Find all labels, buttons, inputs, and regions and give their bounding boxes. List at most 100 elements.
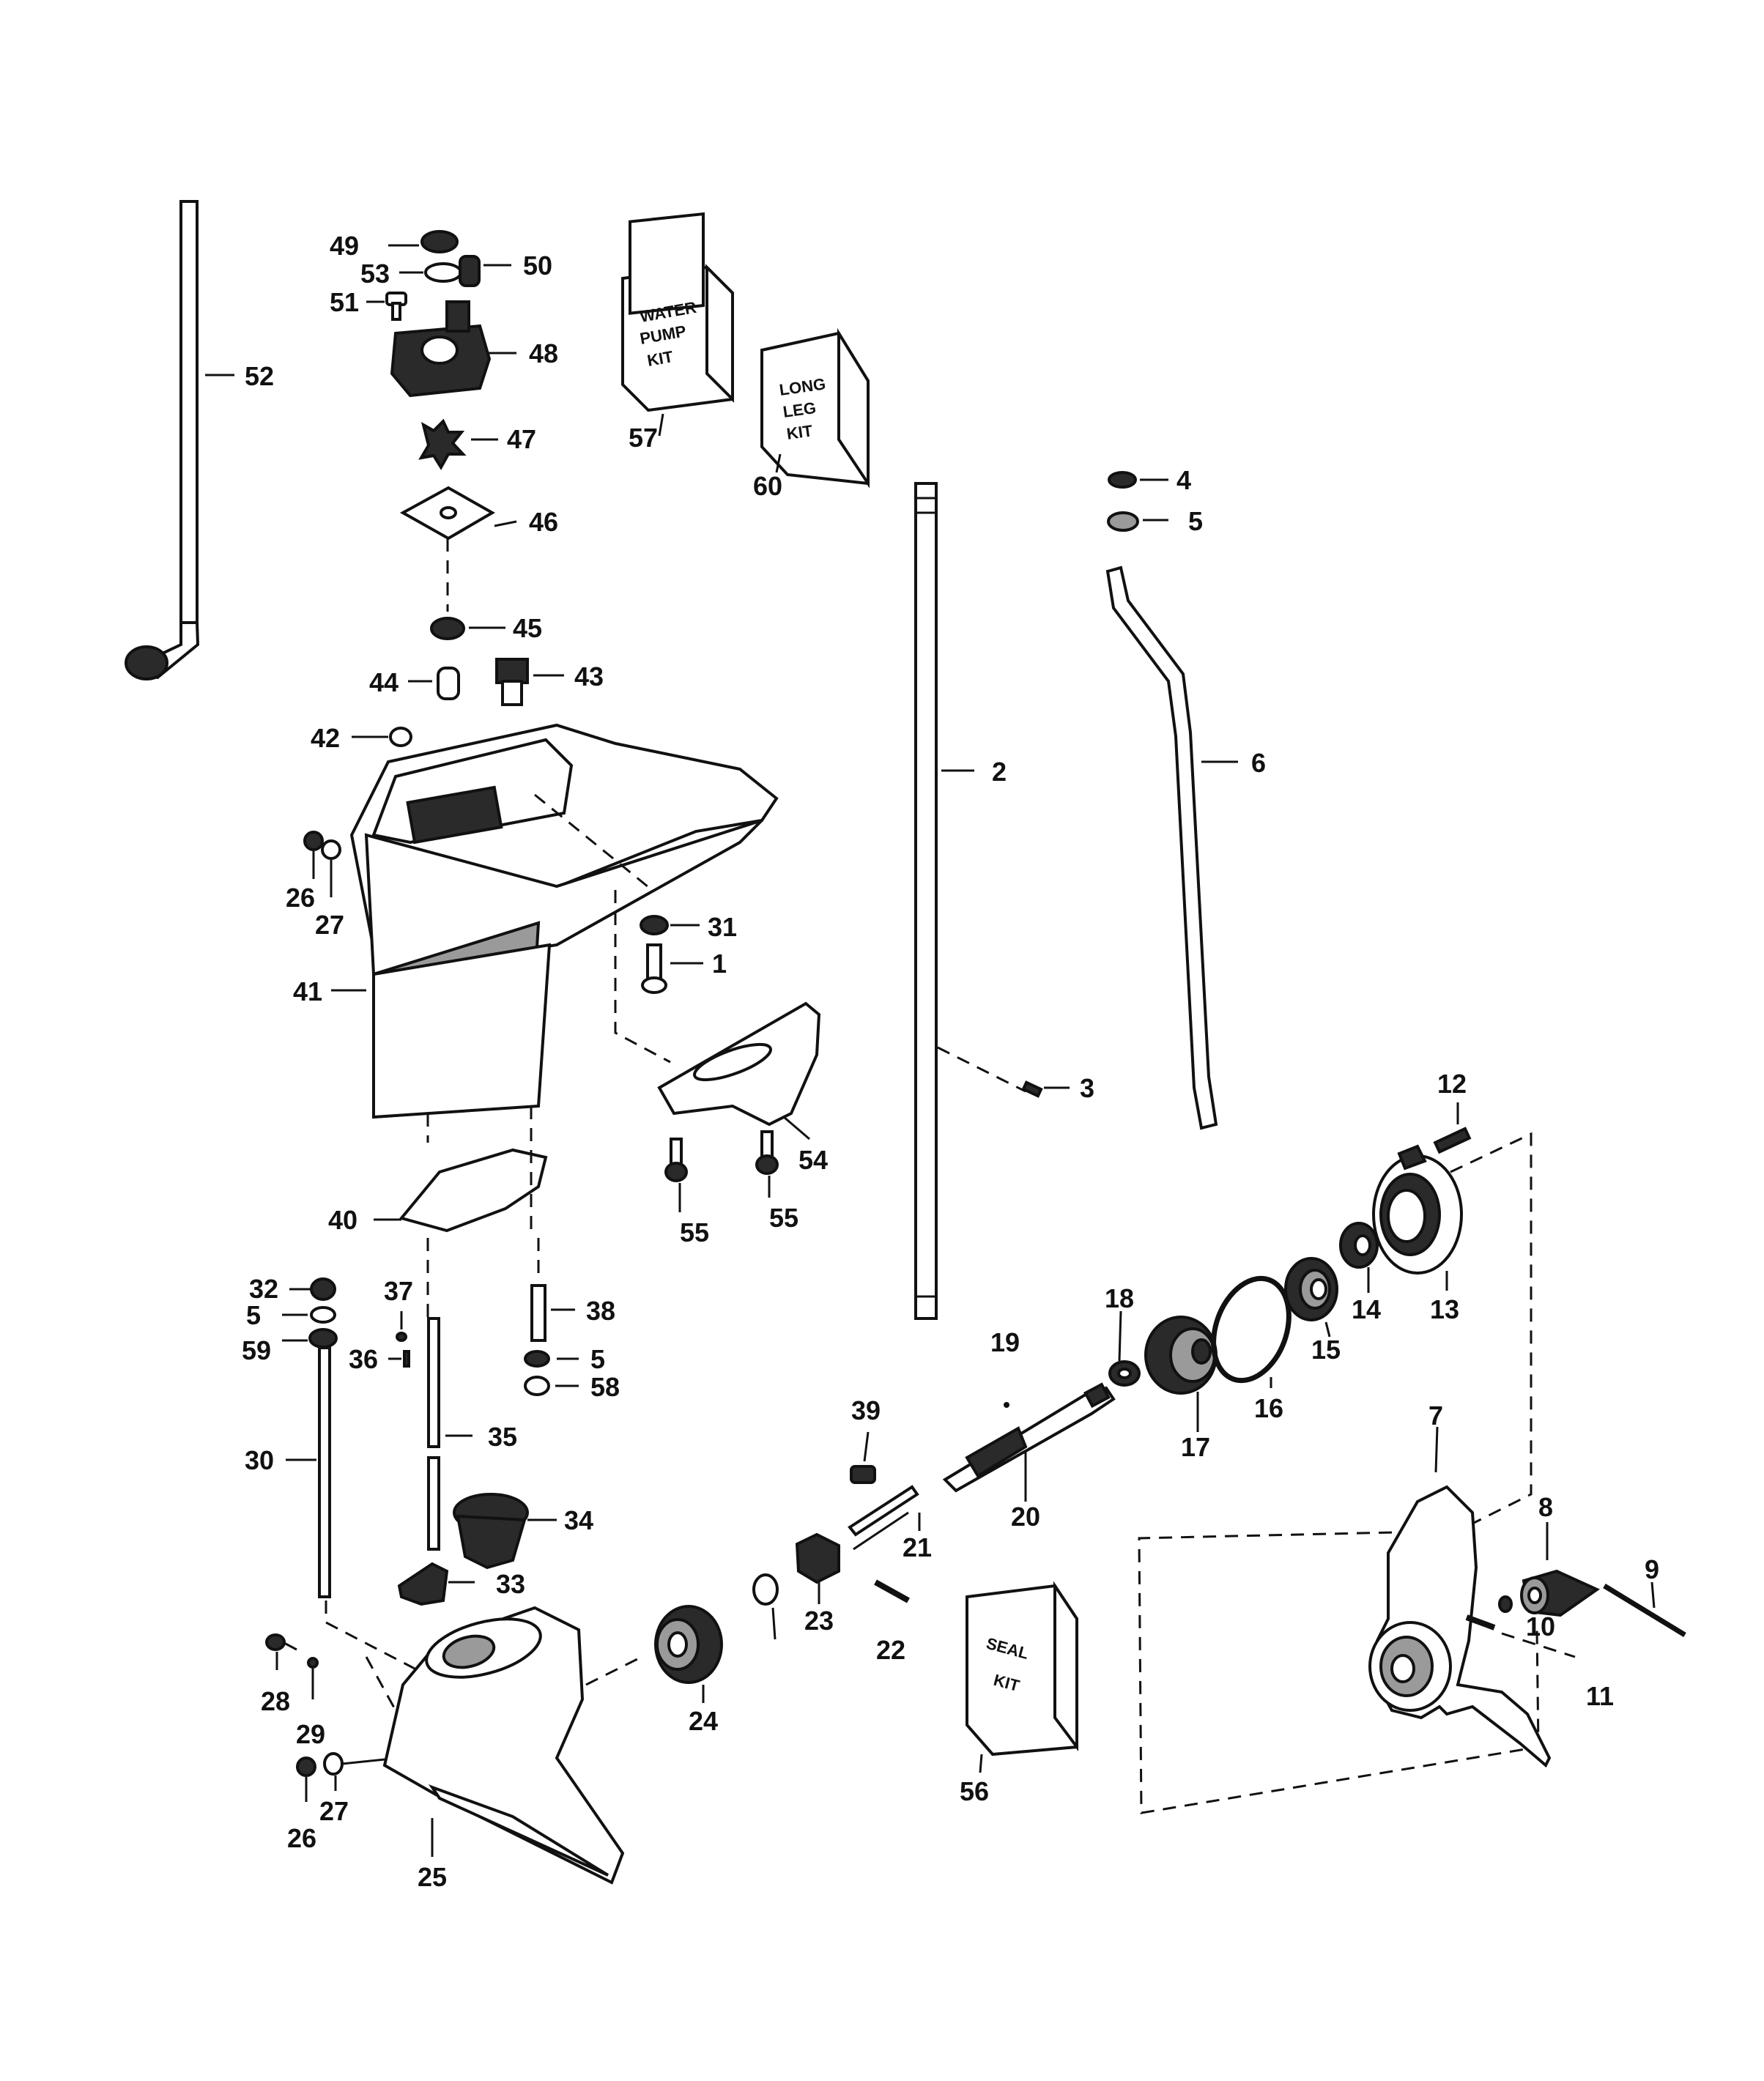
part-washer-18-upper [1108, 1360, 1141, 1387]
part-bolt-1 [641, 943, 667, 994]
part-pin-11 [1465, 1614, 1496, 1631]
callout-2: 2 [992, 757, 1007, 787]
part-nut-58 [524, 1376, 550, 1396]
callout-56: 56 [960, 1776, 989, 1806]
part-screw-28 [265, 1633, 297, 1651]
part-impeller-47 [418, 418, 467, 470]
callout-48: 48 [529, 338, 558, 368]
callout-7: 7 [1428, 1401, 1443, 1431]
part-spring-39 [850, 1465, 876, 1484]
callout-18-upper: 18 [1105, 1283, 1134, 1313]
part-cone-nut-8 [1520, 1569, 1601, 1617]
callout-45: 45 [513, 613, 542, 643]
part-washer-27-upper [321, 839, 341, 860]
callout-43: 43 [574, 661, 604, 691]
callout-60: 60 [753, 471, 782, 501]
callout-41: 41 [293, 976, 322, 1006]
part-washer-5-top [1107, 511, 1139, 532]
part-driveshaft-2 [914, 482, 938, 1320]
callout-53: 53 [360, 259, 390, 289]
part-o-ring-53 [424, 262, 462, 283]
callout-26-lower: 26 [287, 1823, 316, 1853]
callout-27-lower: 27 [319, 1796, 349, 1826]
part-forward-gear-24 [654, 1605, 723, 1684]
part-pin-3 [1021, 1080, 1043, 1098]
part-bearing-14 [1339, 1222, 1379, 1269]
callout-20: 20 [1011, 1502, 1040, 1532]
callout-52: 52 [245, 361, 274, 391]
callout-50: 50 [523, 251, 552, 281]
water-pump-kit-label-line3: KIT [646, 347, 675, 370]
callout-10: 10 [1526, 1611, 1555, 1642]
part-nut-26-lower [296, 1757, 316, 1777]
callout-5-top: 5 [1188, 506, 1203, 536]
part-washer-18-lower [752, 1573, 779, 1606]
callout-8: 8 [1538, 1492, 1553, 1522]
part-screw-51 [385, 292, 407, 321]
part-clutch-23 [795, 1532, 840, 1584]
callout-42: 42 [311, 723, 340, 753]
callout-14: 14 [1352, 1294, 1381, 1324]
callout-35: 35 [488, 1422, 517, 1452]
part-pin-36 [403, 1350, 410, 1368]
callout-57: 57 [629, 423, 658, 453]
part-washer-10 [1498, 1595, 1513, 1613]
part-pump-housing-48 [390, 300, 492, 398]
part-dowel-29 [307, 1657, 319, 1669]
callout-19: 19 [990, 1327, 1020, 1357]
part-push-rod-21 [848, 1485, 919, 1537]
callout-44: 44 [369, 667, 399, 697]
water-pump-kit-box-57: WATER PUMP KIT [621, 212, 734, 412]
callout-30: 30 [245, 1445, 274, 1475]
callout-51: 51 [330, 287, 359, 317]
part-bearing-15 [1284, 1257, 1338, 1321]
callout-38: 38 [586, 1296, 615, 1326]
long-leg-kit-box-60: LONG LEG KIT [760, 327, 870, 489]
callout-22: 22 [876, 1635, 905, 1665]
callout-58: 58 [590, 1372, 620, 1402]
callout-1: 1 [712, 949, 727, 979]
part-washer-5-left [310, 1306, 336, 1324]
part-washer-27-lower [323, 1752, 344, 1776]
callout-26-upper: 26 [286, 883, 315, 913]
callout-33: 33 [496, 1569, 525, 1599]
long-leg-kit-label-line2: LEG [782, 398, 817, 421]
part-washer-5-right [524, 1350, 550, 1368]
part-plate-46 [399, 486, 496, 541]
part-gearcase-25 [382, 1606, 625, 1885]
part-stud-38 [530, 1284, 546, 1342]
callout-55-left: 55 [680, 1217, 709, 1247]
part-stud-30 [318, 1346, 331, 1598]
part-shift-rod-35 [427, 1317, 440, 1551]
callout-46: 46 [529, 507, 558, 537]
callout-40: 40 [328, 1205, 357, 1235]
callout-54: 54 [798, 1145, 828, 1175]
callout-4: 4 [1176, 465, 1191, 495]
callout-37: 37 [384, 1276, 413, 1306]
callout-49: 49 [330, 231, 359, 261]
part-shift-rod-52 [125, 200, 200, 680]
callout-55-right: 55 [769, 1203, 798, 1233]
callout-13: 13 [1430, 1294, 1459, 1324]
part-seal-49 [420, 230, 459, 253]
callout-12: 12 [1437, 1069, 1467, 1099]
part-shift-rod-6 [1105, 565, 1218, 1130]
seal-kit-box-56: SEAL KIT [966, 1581, 1078, 1757]
callout-28: 28 [261, 1686, 290, 1716]
callout-6: 6 [1251, 748, 1266, 778]
part-o-ring-16 [1211, 1275, 1292, 1384]
callout-23: 23 [804, 1606, 834, 1636]
part-gasket-40 [399, 1148, 548, 1233]
part-washer-31 [640, 915, 669, 935]
part-reverse-gear-17 [1144, 1316, 1218, 1395]
part-cotter-pin-9 [1603, 1584, 1686, 1637]
part-nut-32 [310, 1277, 336, 1301]
part-washer-59 [308, 1328, 338, 1349]
callout-5-right: 5 [590, 1344, 605, 1374]
callout-3: 3 [1080, 1073, 1094, 1103]
callout-16: 16 [1254, 1393, 1283, 1423]
part-pinion-gear-34 [453, 1493, 529, 1570]
part-dot-19 [1004, 1402, 1009, 1408]
callout-17: 17 [1181, 1432, 1210, 1462]
